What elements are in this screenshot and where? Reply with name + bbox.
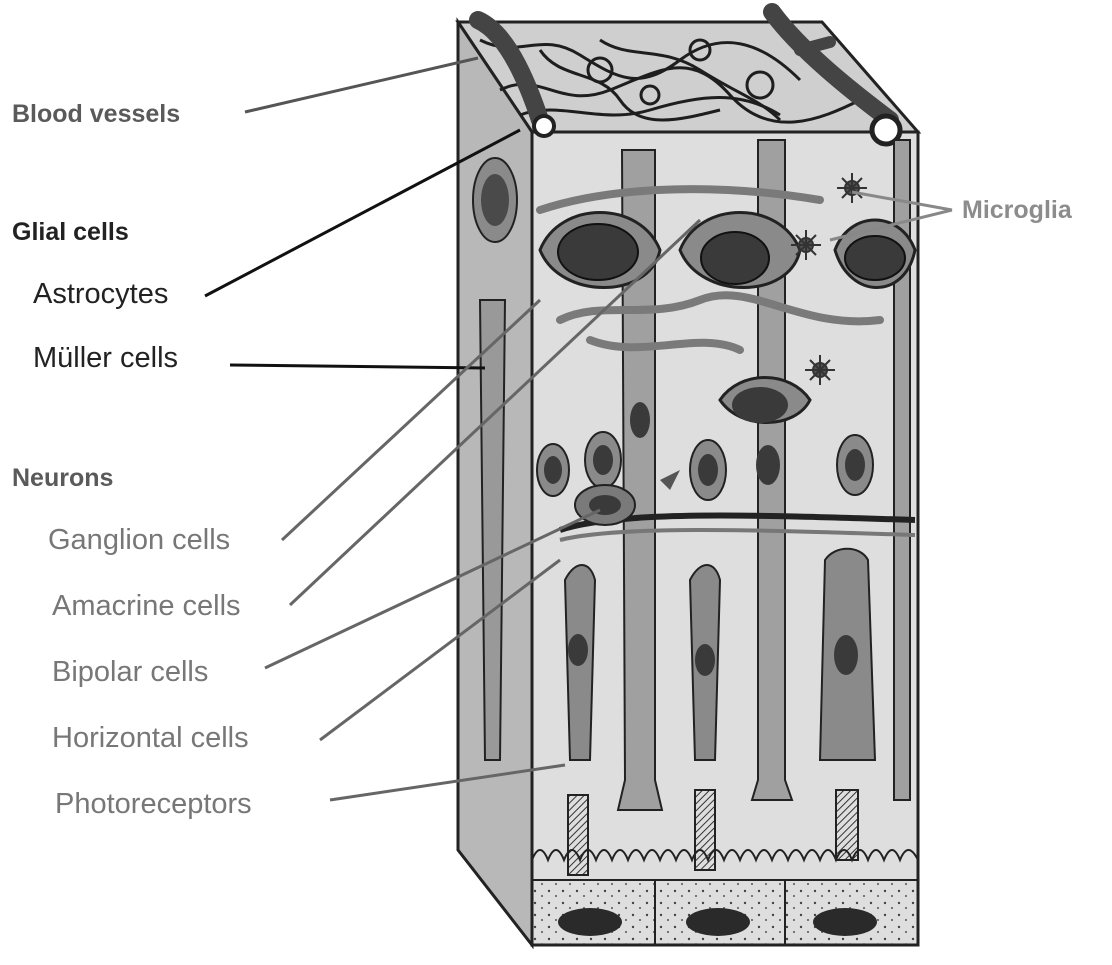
label-horizontal-cells: Horizontal cells	[52, 722, 249, 755]
label-neurons: Neurons	[12, 464, 113, 493]
label-ganglion-cells: Ganglion cells	[48, 524, 230, 557]
label-glial-cells: Glial cells	[12, 218, 129, 247]
leader-muller-cells	[230, 365, 485, 368]
label-blood-vessels: Blood vessels	[12, 100, 180, 129]
label-amacrine-cells: Amacrine cells	[52, 590, 241, 623]
label-microglia: Microglia	[962, 196, 1072, 225]
leader-blood-vessels	[245, 58, 478, 112]
label-bipolar-cells: Bipolar cells	[52, 656, 208, 689]
label-muller-cells: Müller cells	[33, 342, 178, 375]
label-photoreceptors: Photoreceptors	[55, 788, 252, 821]
label-astrocytes: Astrocytes	[33, 278, 168, 311]
